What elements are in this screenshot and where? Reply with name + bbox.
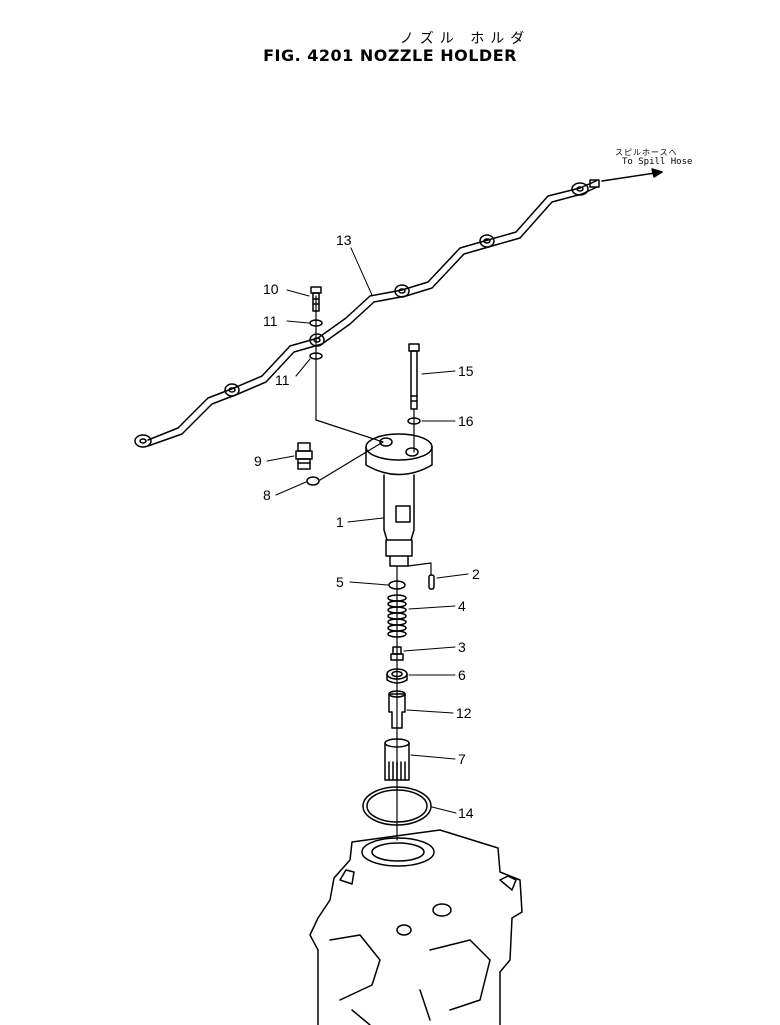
fitting-gasket	[306, 476, 320, 486]
cylinder-head	[309, 829, 523, 1025]
callout-2: 2	[472, 566, 480, 582]
callout-14: 14	[458, 805, 474, 821]
callout-8: 8	[263, 487, 271, 503]
spill-pipe	[134, 179, 600, 448]
callout-4: 4	[458, 598, 466, 614]
figure-title-japanese: ノズル ホルダ	[399, 31, 531, 47]
pin	[428, 574, 435, 590]
assembly-lines	[315, 295, 432, 841]
callout-15: 15	[458, 363, 474, 379]
callout-labels: 1 2 3 4 5 6 7 8 9 10 11 11 12 13 14 15 1…	[254, 232, 480, 821]
holder-bolt	[408, 343, 420, 410]
callout-16: 16	[458, 413, 474, 429]
callout-12: 12	[456, 705, 472, 721]
callout-13: 13	[336, 232, 352, 248]
callout-11-upper: 11	[263, 313, 278, 329]
callout-6: 6	[458, 667, 466, 683]
spill-hose-note: To Spill Hose	[622, 157, 693, 167]
figure-title: FIG. 4201 NOZZLE HOLDER	[263, 46, 517, 65]
nozzle-holder-body	[365, 433, 433, 567]
union-fitting	[295, 442, 313, 470]
callout-11-lower: 11	[275, 372, 290, 388]
spill-hose-note-japanese: スピルホースへ	[615, 148, 678, 157]
callout-9: 9	[254, 453, 262, 469]
callout-5: 5	[336, 574, 344, 590]
callout-7: 7	[458, 751, 466, 767]
callout-3: 3	[458, 639, 466, 655]
callout-1: 1	[336, 514, 344, 530]
leader-lines	[266, 247, 469, 814]
callout-10: 10	[263, 281, 279, 297]
spill-hose-arrow	[601, 168, 663, 182]
